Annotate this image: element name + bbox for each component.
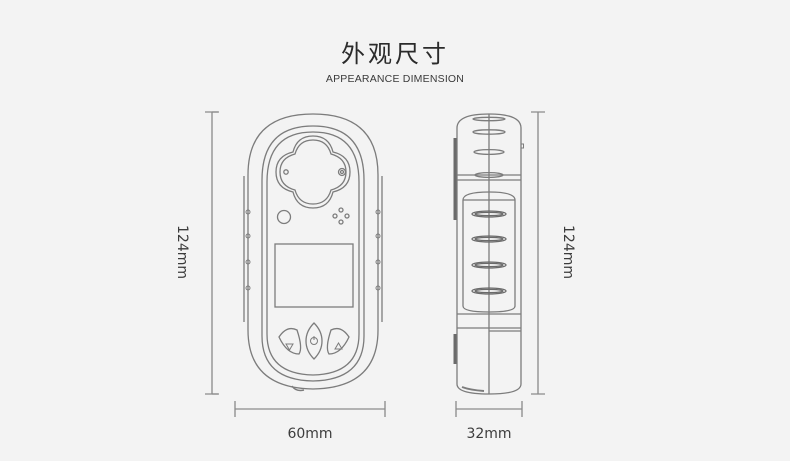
side-depth-label: 32mm <box>466 426 512 442</box>
down-button <box>278 327 302 355</box>
front-width-label: 60mm <box>287 426 333 442</box>
dimension-lines <box>205 111 545 417</box>
up-button <box>326 327 350 355</box>
page-subtitle: APPEARANCE DIMENSION <box>325 73 465 85</box>
front-height-label: 124mm <box>174 225 190 279</box>
power-button <box>305 322 323 360</box>
page-title: 外观尺寸 <box>341 40 449 68</box>
display-screen <box>274 243 354 308</box>
side-height-label: 124mm <box>560 225 576 279</box>
side-view-device <box>453 113 524 395</box>
front-view-device <box>243 113 383 392</box>
